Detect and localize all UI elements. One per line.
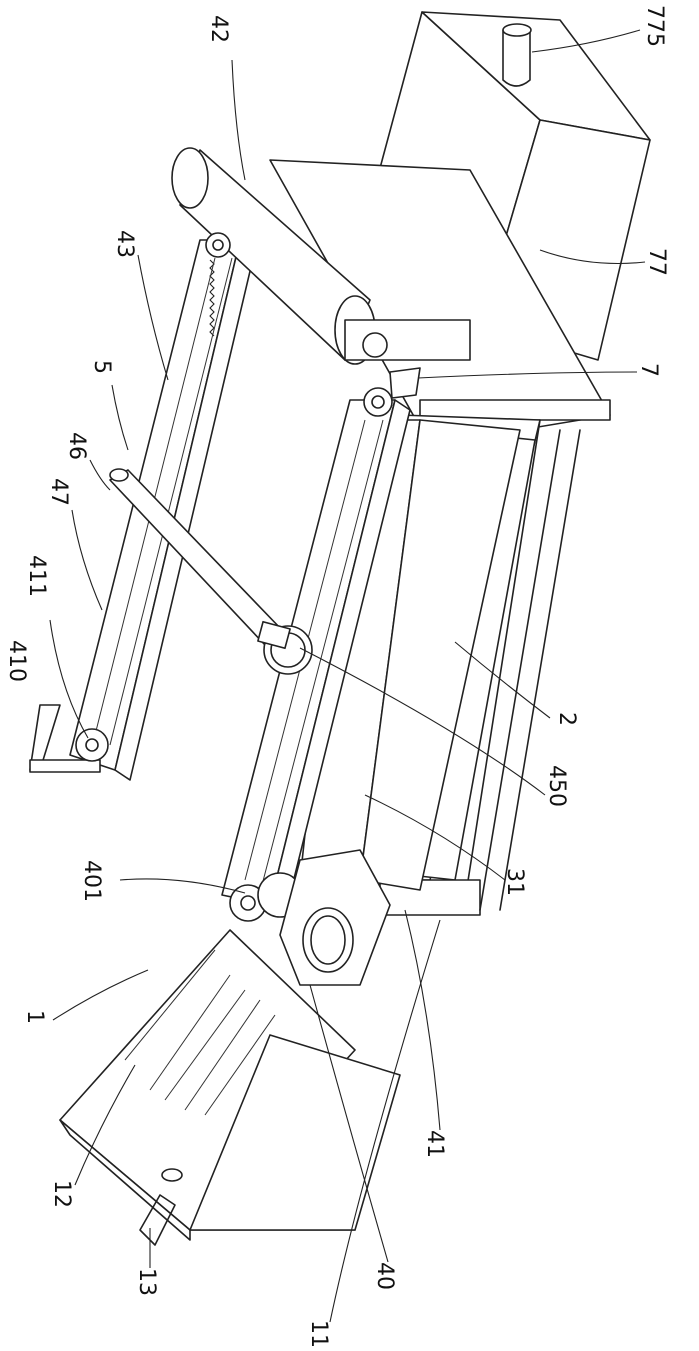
callout-7: 7 xyxy=(636,363,661,377)
sprocket-top-right xyxy=(364,388,392,416)
callout-13: 13 xyxy=(134,1268,159,1296)
callout-1: 1 xyxy=(22,1010,47,1024)
callout-47: 47 xyxy=(46,478,71,506)
callout-12: 12 xyxy=(49,1180,74,1208)
callout-31: 31 xyxy=(502,868,527,896)
callout-43: 43 xyxy=(112,230,137,258)
callout-410: 410 xyxy=(4,640,29,682)
sprocket-top-left xyxy=(206,233,230,257)
callout-5: 5 xyxy=(89,360,114,374)
callout-411: 411 xyxy=(24,555,49,597)
callout-11: 11 xyxy=(306,1320,331,1348)
callout-450: 450 xyxy=(544,765,569,807)
callout-775: 775 xyxy=(642,5,667,47)
callout-40: 40 xyxy=(372,1262,397,1290)
gear-411 xyxy=(76,729,108,761)
callout-77: 77 xyxy=(644,248,669,276)
callout-41: 41 xyxy=(422,1130,447,1158)
callout-2: 2 xyxy=(554,712,579,726)
callout-42: 42 xyxy=(206,15,231,43)
callout-46: 46 xyxy=(64,432,89,460)
callout-401: 401 xyxy=(79,860,104,902)
